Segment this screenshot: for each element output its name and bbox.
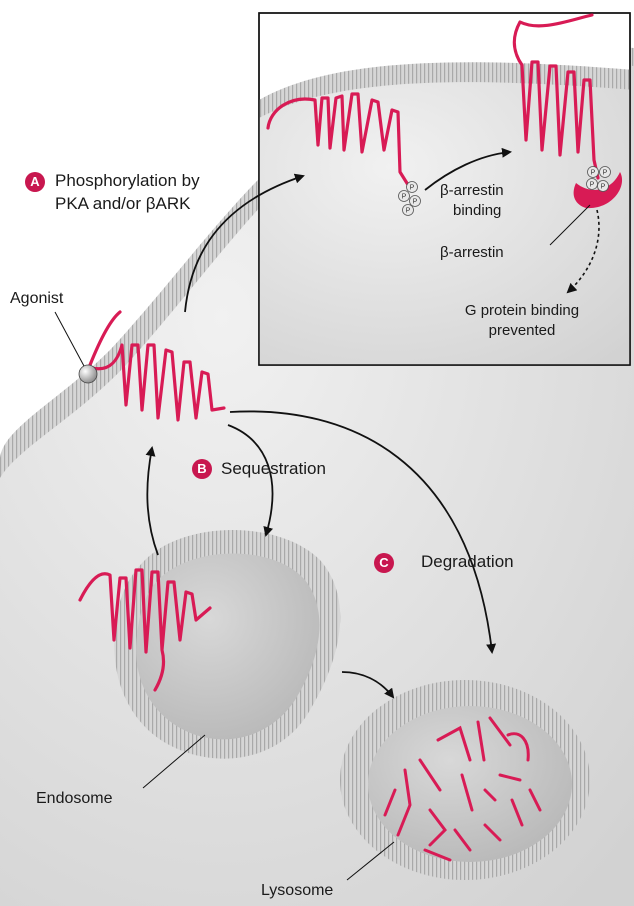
step-a-badge: A <box>25 172 45 192</box>
g-protein-label-line1: G protein binding <box>452 302 592 320</box>
lysosome <box>340 680 590 880</box>
step-b-label: Sequestration <box>221 459 326 478</box>
arrestin-label: β-arrestin <box>440 244 504 262</box>
g-protein-label-line2: prevented <box>452 322 592 340</box>
agonist-pointer-line <box>55 312 84 366</box>
phosphate-label: P <box>413 199 418 206</box>
phosphate-label: P <box>402 194 407 201</box>
step-a-label-line2: PKA and/or βARK <box>55 194 190 213</box>
step-b-badge: B <box>192 459 212 479</box>
phosphate-label: P <box>410 185 415 192</box>
phosphate-label: P <box>591 170 596 177</box>
lysosome-label: Lysosome <box>261 881 333 900</box>
agonist-molecule <box>79 365 97 383</box>
phosphate-label: P <box>601 184 606 191</box>
phosphate-label: P <box>406 208 411 215</box>
arrestin-binding-label-line1: β-arrestin <box>440 182 504 200</box>
step-c-label: Degradation <box>421 552 514 571</box>
step-a-label-line1: Phosphorylation by <box>55 171 200 190</box>
phosphate-label: P <box>590 182 595 189</box>
phosphate-label: P <box>603 170 608 177</box>
agonist-label: Agonist <box>10 289 63 308</box>
arrestin-binding-label-line2: binding <box>453 202 501 220</box>
endosome-label: Endosome <box>36 789 113 808</box>
step-c-badge: C <box>374 553 394 573</box>
